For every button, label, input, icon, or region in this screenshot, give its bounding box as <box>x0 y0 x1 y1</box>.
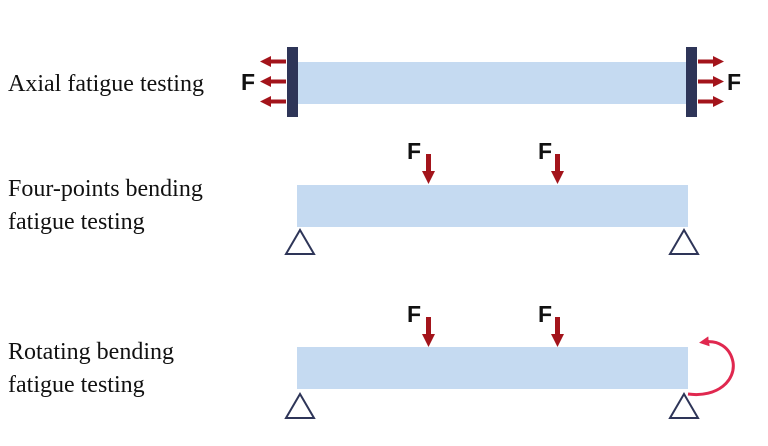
rotating-load-arrow-left <box>422 317 435 347</box>
rotating-left-support <box>284 392 316 419</box>
axial-row: Axial fatigue testing F F <box>8 47 741 117</box>
four-point-beam <box>297 185 688 227</box>
four-point-label-line-1: Four-points bending <box>8 176 203 202</box>
rotating-label-line-2: fatigue testing <box>8 372 145 398</box>
four-point-force-left-label: F <box>407 138 421 164</box>
axial-specimen <box>293 62 690 104</box>
four-point-force-right-label: F <box>538 138 552 164</box>
right-grip <box>686 47 697 117</box>
axial-force-left-label: F <box>241 69 255 95</box>
rotating-force-right-label: F <box>538 301 552 327</box>
left-pull-arrows <box>260 56 286 107</box>
four-point-left-support <box>284 228 316 255</box>
left-grip <box>287 47 298 117</box>
right-pull-arrows <box>698 56 724 107</box>
axial-label: Axial fatigue testing <box>8 71 204 97</box>
axial-force-right-label: F <box>727 69 741 95</box>
four-point-right-support <box>668 228 700 255</box>
rotating-label-line-1: Rotating bending <box>8 339 174 365</box>
four-point-load-arrow-left <box>422 154 435 184</box>
rotating-force-left-label: F <box>407 301 421 327</box>
rotating-row: Rotating bending fatigue testing F F <box>8 301 735 419</box>
rotating-load-arrow-right <box>551 317 564 347</box>
rotating-beam <box>297 347 688 389</box>
four-point-load-arrow-right <box>551 154 564 184</box>
rotation-arrow-icon <box>687 336 735 397</box>
four-point-label-line-2: fatigue testing <box>8 209 145 235</box>
four-point-row: Four-points bending fatigue testing F F <box>8 138 700 255</box>
rotating-right-support <box>668 392 700 419</box>
